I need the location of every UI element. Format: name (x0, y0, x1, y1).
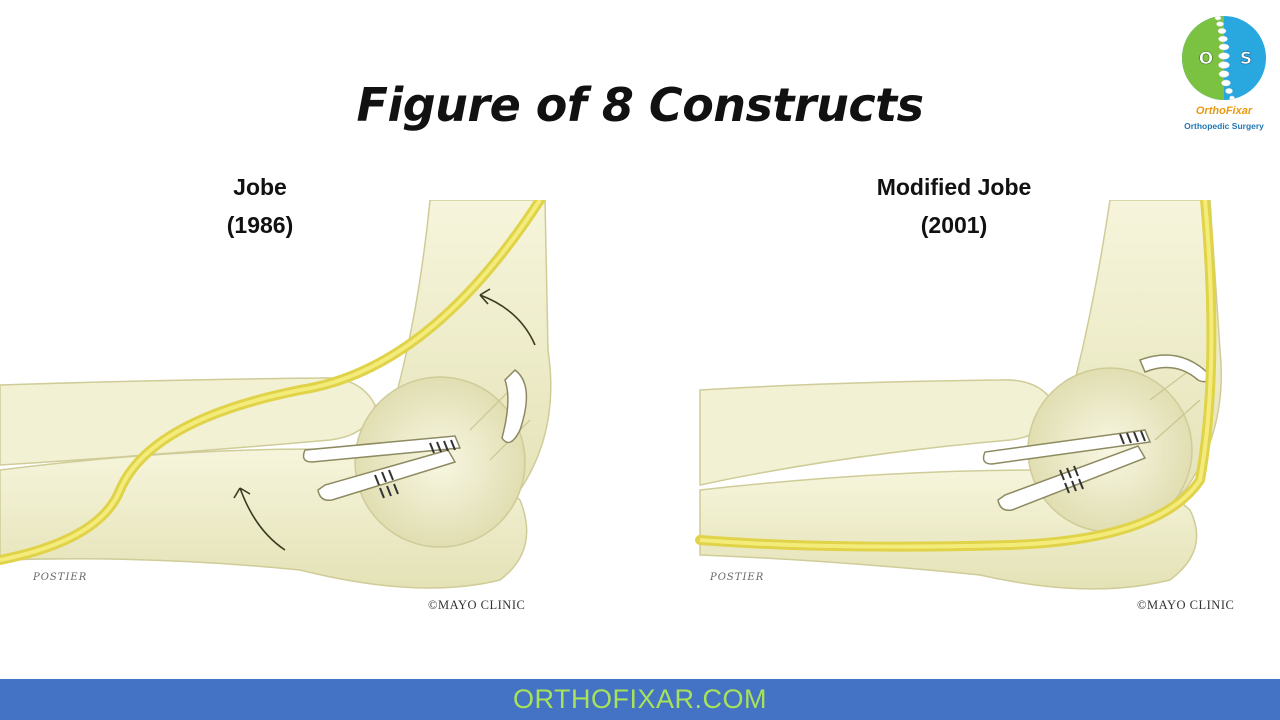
copyright-label: ©MAYO CLINIC (428, 598, 526, 612)
elbow-illustration-modified-jobe (695, 200, 1223, 590)
logo-brand-name: OrthoFixar (1195, 105, 1253, 117)
elbow-illustration-jobe (0, 200, 552, 589)
panel-year: (2001) (920, 212, 988, 238)
logo-spine-icon: O S (1182, 15, 1266, 101)
graft-tunnel-lower (982, 429, 1152, 465)
curved-arrow-icon (233, 288, 536, 551)
artist-signature: POSTIER (33, 572, 88, 583)
artist-signature: POSTIER (710, 572, 765, 583)
suture-marks (374, 439, 456, 499)
radius-bone (699, 379, 1056, 486)
panel-year: (1986) (226, 212, 294, 238)
graft-tunnel-lower (302, 435, 462, 463)
graft-tunnel-diag (317, 449, 457, 502)
copyright-label: ©MAYO CLINIC (1137, 598, 1235, 612)
page-title: Figure of 8 Constructs (356, 78, 924, 132)
footer-bar: ORTHOFIXAR.COM (0, 679, 1280, 720)
footer-website-link[interactable]: ORTHOFIXAR.COM (512, 684, 767, 714)
panel-label-jobe: Jobe (1986) (160, 168, 360, 244)
logo-right-letter: S (1240, 49, 1252, 69)
panel-name: Modified Jobe (876, 174, 1032, 200)
panel-name: Jobe (233, 174, 287, 200)
suture-marks (1059, 430, 1146, 494)
graft-tunnel-diag (997, 445, 1147, 512)
graft-tunnel-upper (501, 369, 528, 444)
panel-label-modified-jobe: Modified Jobe (2001) (834, 168, 1074, 244)
logo-subtitle: Orthopedic Surgery (1184, 121, 1264, 131)
logo-left-letter: O (1199, 49, 1213, 69)
